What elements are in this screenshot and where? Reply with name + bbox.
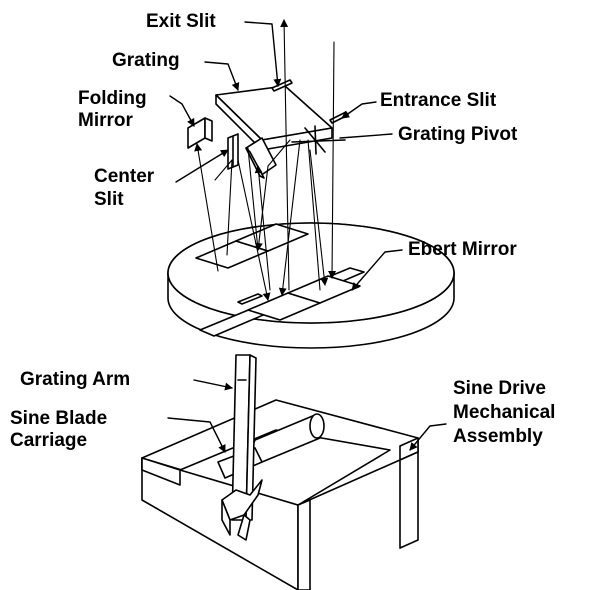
label-grating: Grating: [112, 50, 180, 71]
label-sine-drive-3: Assembly: [453, 426, 543, 447]
label-folding-mirror-1: Folding: [78, 88, 147, 109]
label-grating-arm: Grating Arm: [20, 369, 131, 390]
label-center-slit-1: Center: [94, 166, 155, 187]
grating-arm: [231, 354, 257, 521]
entrance-slit: [329, 111, 349, 124]
sine-blade-carriage: [221, 479, 263, 541]
label-grating-pivot: Grating Pivot: [398, 124, 518, 145]
light-rays: [194, 19, 337, 301]
ebert-mirror: [167, 222, 455, 349]
label-sine-drive-1: Sine Drive: [453, 378, 546, 399]
folding-mirror: [187, 117, 213, 149]
label-sine-blade-2: Carriage: [10, 430, 88, 451]
label-ebert-mirror: Ebert Mirror: [408, 239, 517, 260]
label-entrance-slit: Entrance Slit: [380, 90, 497, 111]
exit-slit: [271, 79, 293, 92]
label-folding-mirror-2: Mirror: [78, 110, 133, 131]
label-center-slit-2: Slit: [94, 189, 124, 210]
leader-lines: [167, 21, 447, 453]
grating: [215, 85, 346, 155]
label-sine-drive-2: Mechanical: [453, 402, 556, 423]
label-exit-slit: Exit Slit: [146, 11, 216, 32]
center-slit: [227, 133, 239, 170]
label-sine-blade-1: Sine Blade: [10, 408, 108, 429]
sine-drive-base: [141, 399, 419, 590]
